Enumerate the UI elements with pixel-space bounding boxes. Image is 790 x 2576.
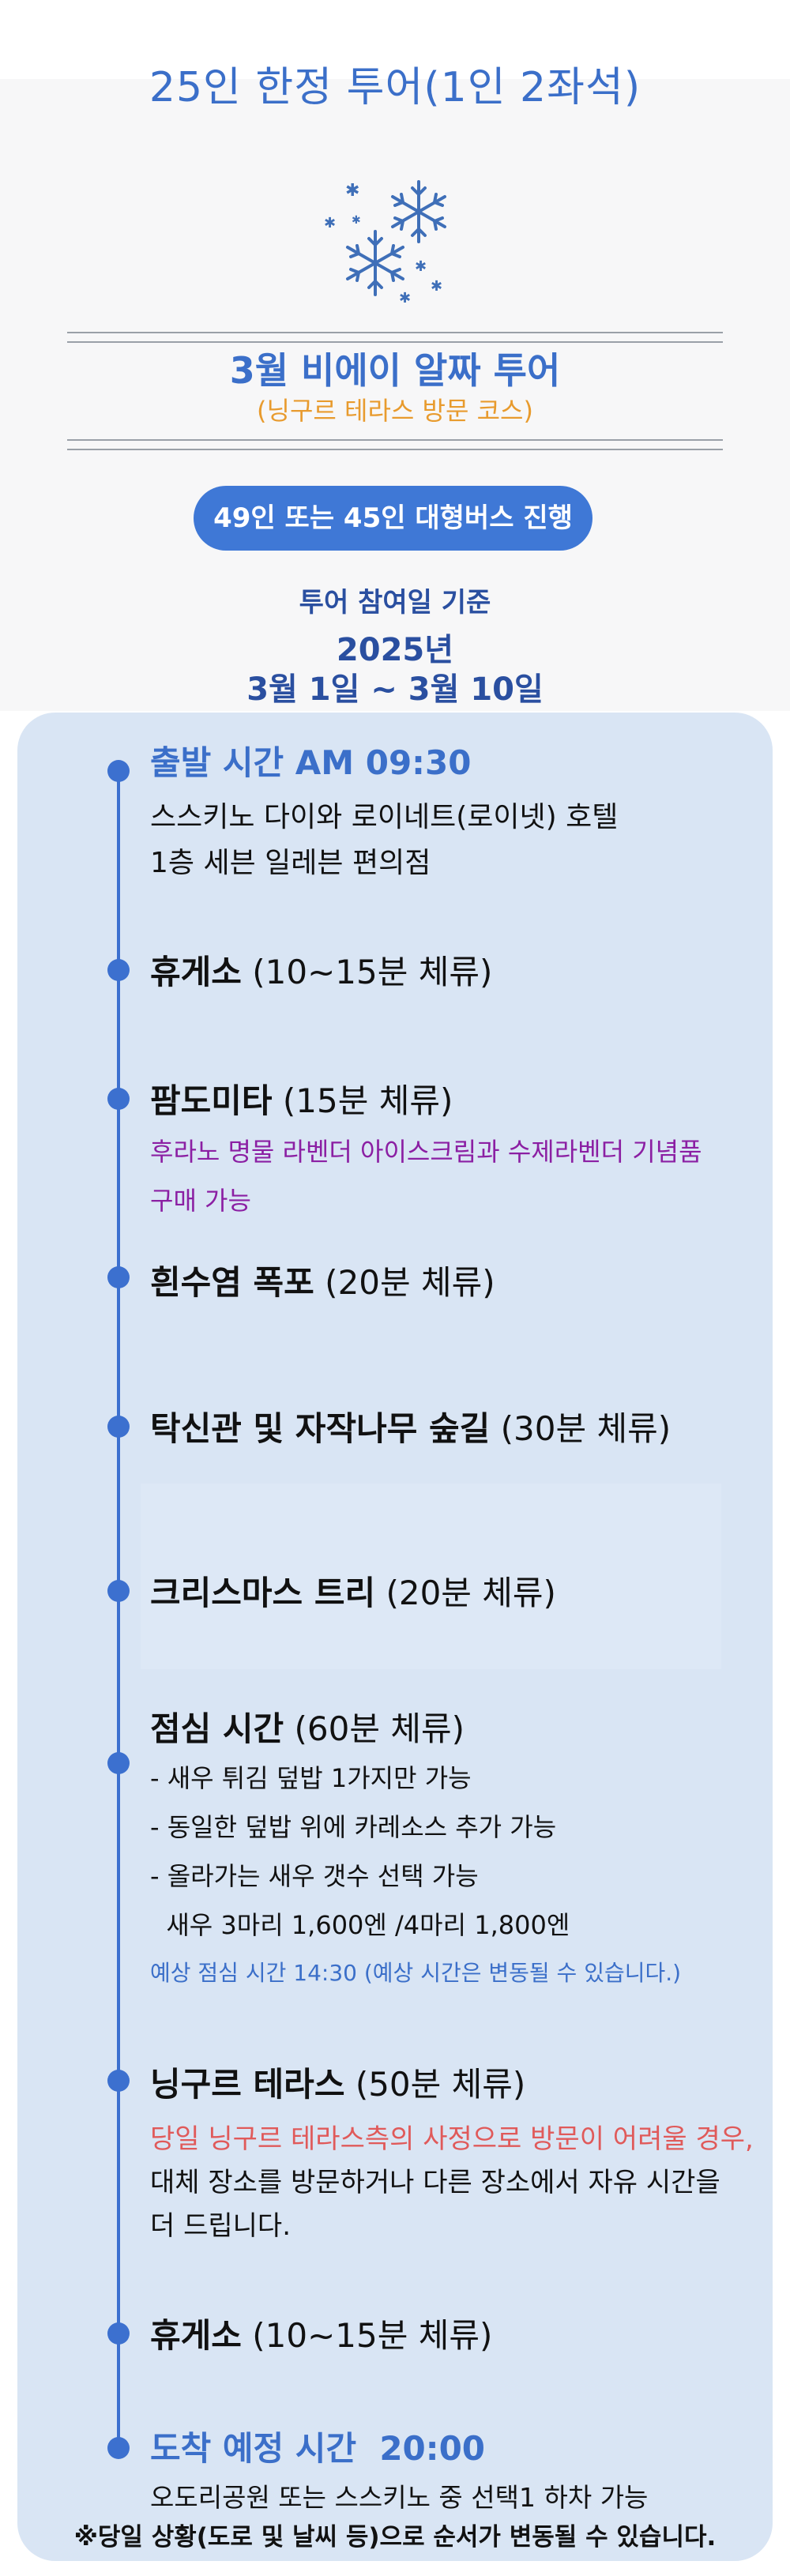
- stop-rest-area-2: 휴게소 (10~15분 체류): [150, 2309, 766, 2357]
- stop-duration: (30분 체류): [490, 1409, 672, 1448]
- stop-lunch: 점심 시간 (60분 체류) - 새우 튀김 덮밥 1가지만 가능 - 동일한 …: [150, 1702, 766, 1987]
- timeline-dot: [107, 1752, 130, 1774]
- departure-time: 출발 시간 AM 09:30: [150, 743, 472, 782]
- stop-name: 크리스마스 트리: [150, 1574, 376, 1612]
- divider: [67, 439, 723, 441]
- panel-highlight: [141, 1484, 721, 1669]
- lunch-item: - 새우 튀김 덮밥 1가지만 가능: [150, 1763, 472, 1793]
- departure-place-detail: 1층 세븐 일레븐 편의점: [150, 847, 431, 879]
- stop-departure: 출발 시간 AM 09:30 스스키노 다이와 로이네트(로이넷) 호텔 1층 …: [150, 736, 766, 881]
- bus-badge: 49인 또는 45인 대형버스 진행: [194, 486, 592, 551]
- snowflake-icon: ✱ ✱ ✱ ✱ ✱ ✱: [324, 180, 446, 306]
- lunch-item: - 올라가는 새우 갯수 선택 가능: [150, 1861, 479, 1891]
- stop-duration: (20분 체류): [375, 1574, 556, 1612]
- stop-description: 더 드립니다.: [150, 2210, 292, 2242]
- stop-name: 휴게소: [150, 2316, 242, 2355]
- timeline-dot: [107, 959, 130, 981]
- divider: [67, 332, 723, 333]
- stop-name: 흰수염 폭포: [150, 1263, 314, 1302]
- date-label: 투어 참여일 기준: [299, 587, 491, 619]
- footnote: ※당일 상황(도로 및 날씨 등)으로 순서가 변동될 수 있습니다.: [73, 2523, 717, 2552]
- date-range: 3월 1일 ~ 3월 10일: [246, 671, 544, 708]
- stop-name: 휴게소: [150, 953, 242, 991]
- stop-duration: (10~15분 체류): [241, 2316, 493, 2355]
- stop-name: 점심 시간: [150, 1709, 284, 1748]
- timeline-dot: [107, 1580, 130, 1602]
- stop-name: 팜도미타: [150, 1081, 273, 1120]
- stop-duration: (60분 체류): [284, 1709, 465, 1748]
- timeline-dot: [107, 1416, 130, 1438]
- stop-takushinkan: 탁신관 및 자작나무 숲길 (30분 체류): [150, 1402, 766, 1450]
- stop-duration: (20분 체류): [314, 1263, 495, 1302]
- page-title: 25인 한정 투어(1인 2좌석): [149, 64, 641, 111]
- arrival-place: 오도리공원 또는 스스키노 중 선택1 하차 가능: [150, 2482, 649, 2513]
- lunch-eta: 예상 점심 시간 14:30 (예상 시간은 변동될 수 있습니다.): [150, 1960, 682, 1986]
- svg-text:✱: ✱: [345, 181, 359, 201]
- timeline-dot: [107, 2070, 130, 2092]
- svg-text:✱: ✱: [431, 278, 442, 295]
- lunch-item: 새우 3마리 1,600엔 /4마리 1,800엔: [150, 1910, 570, 1940]
- timeline-dot: [107, 1266, 130, 1288]
- timeline-dot: [107, 1088, 130, 1110]
- stop-duration: (50분 체류): [344, 2065, 526, 2104]
- svg-text:✱: ✱: [415, 258, 427, 275]
- stop-description: 구매 가능: [150, 1186, 251, 1216]
- stop-duration: (15분 체류): [272, 1081, 453, 1120]
- lunch-item: - 동일한 덮밥 위에 카레소스 추가 가능: [150, 1812, 557, 1842]
- svg-text:✱: ✱: [399, 290, 411, 306]
- date-year: 2025년: [336, 632, 454, 668]
- stop-warning: 당일 닝구르 테라스측의 사정으로 방문이 어려울 경우,: [150, 2123, 754, 2155]
- stop-falls: 흰수염 폭포 (20분 체류): [150, 1256, 766, 1304]
- divider: [67, 341, 723, 343]
- header-background: [0, 79, 790, 711]
- stop-duration: (10~15분 체류): [241, 953, 493, 991]
- course-subtitle: (닝구르 테라스 방문 코스): [257, 396, 533, 426]
- timeline-dot: [107, 2322, 130, 2345]
- timeline-dot: [107, 760, 130, 782]
- stop-description: 후라노 명물 라벤더 아이스크림과 수제라벤더 기념품: [150, 1137, 702, 1167]
- stop-rest-area-1: 휴게소 (10~15분 체류): [150, 946, 766, 994]
- stop-name: 탁신관 및 자작나무 숲길: [150, 1409, 491, 1448]
- stop-arrival: 도착 예정 시간 20:00 오도리공원 또는 스스키노 중 선택1 하차 가능: [150, 2422, 766, 2514]
- stop-name: 닝구르 테라스: [150, 2065, 345, 2104]
- svg-text:✱: ✱: [352, 214, 361, 227]
- timeline-dot: [107, 2437, 130, 2459]
- stop-description: 대체 장소를 방문하거나 다른 장소에서 자유 시간을: [150, 2167, 720, 2198]
- arrival-time: 도착 예정 시간 20:00: [150, 2429, 486, 2468]
- timeline-line: [117, 770, 120, 2445]
- stop-ningle-terrace: 닝구르 테라스 (50분 체류) 당일 닝구르 테라스측의 사정으로 방문이 어…: [150, 2058, 766, 2243]
- stop-christmas-tree: 크리스마스 트리 (20분 체류): [150, 1566, 766, 1615]
- divider: [67, 449, 723, 450]
- departure-place: 스스키노 다이와 로이네트(로이넷) 호텔: [150, 801, 619, 833]
- course-title: 3월 비에이 알짜 투어: [229, 349, 561, 392]
- stop-farm-tomita: 팜도미타 (15분 체류) 후라노 명물 라벤더 아이스크림과 수제라벤더 기념…: [150, 1074, 766, 1225]
- svg-text:✱: ✱: [324, 215, 336, 231]
